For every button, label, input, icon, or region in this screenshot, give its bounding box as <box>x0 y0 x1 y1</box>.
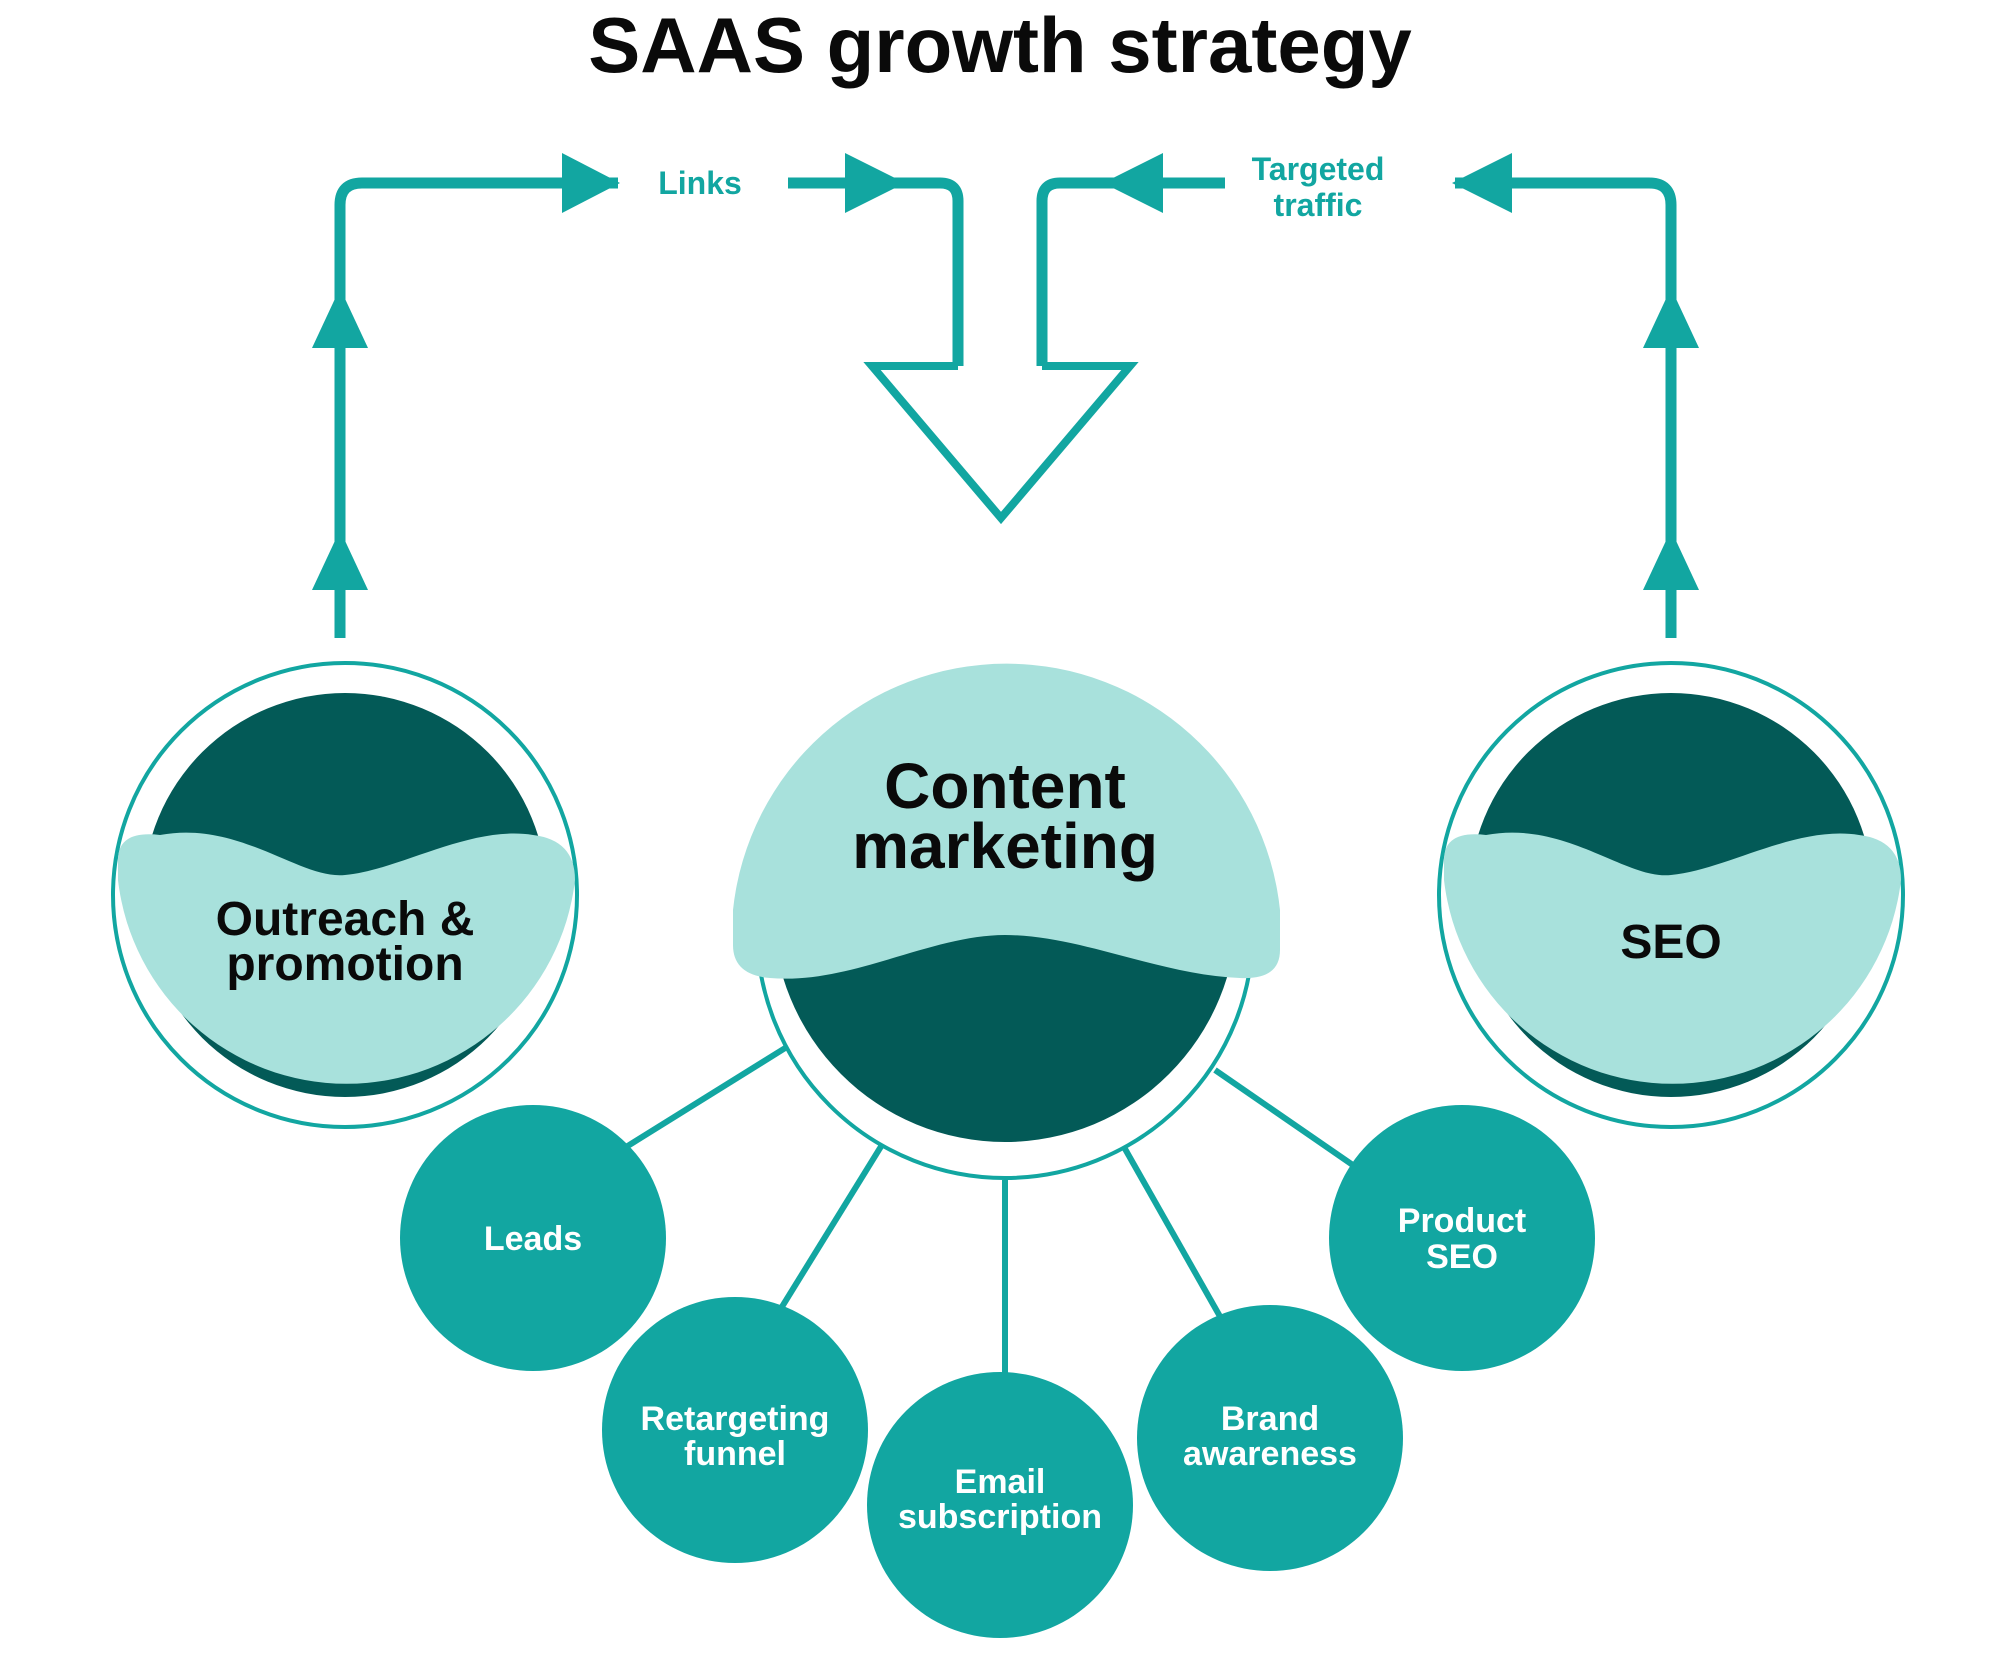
node-seo: SEO <box>1437 661 1905 1129</box>
product-seo-label-line1: Product <box>1398 1202 1526 1240</box>
page-title: SAAS growth strategy <box>588 1 1411 89</box>
email-label-line2: subscription <box>898 1498 1102 1536</box>
merge-arrow-down-icon <box>863 362 1139 525</box>
output-connectors <box>616 1042 1362 1378</box>
traffic-flow <box>1036 177 1677 638</box>
links-label: Links <box>658 165 742 201</box>
output-email-subscription: Email subscription <box>867 1372 1133 1638</box>
retargeting-label-line1: Retargeting <box>641 1400 830 1438</box>
connector-brand <box>1117 1138 1225 1322</box>
output-product-seo: Product SEO <box>1329 1105 1595 1371</box>
links-flow-line <box>334 177 618 638</box>
connector-product-seo <box>1213 1067 1362 1173</box>
arrow-up-icon <box>1643 288 1699 348</box>
arrow-left-icon <box>1103 153 1163 213</box>
arrow-right-icon <box>562 153 620 213</box>
email-label-line1: Email <box>955 1463 1046 1501</box>
arrow-up-icon <box>312 530 368 590</box>
links-flow-line-2 <box>788 177 964 366</box>
retargeting-bubble <box>602 1297 868 1563</box>
traffic-flow-line <box>1455 177 1677 638</box>
retargeting-label-line2: funnel <box>684 1435 786 1473</box>
content-label-line2: marketing <box>852 810 1158 882</box>
brand-bubble <box>1137 1305 1403 1571</box>
seo-label: SEO <box>1620 916 1721 969</box>
content-wave-top <box>733 663 1280 979</box>
content-label-line1: Content <box>884 750 1126 822</box>
arrow-left-icon <box>1452 153 1512 213</box>
output-retargeting-funnel: Retargeting funnel <box>602 1297 868 1563</box>
arrow-up-icon <box>312 288 368 348</box>
outreach-label-line1: Outreach & <box>216 893 475 946</box>
product-seo-bubble <box>1329 1105 1595 1371</box>
leads-label: Leads <box>484 1220 582 1258</box>
output-brand-awareness: Brand awareness <box>1137 1305 1403 1571</box>
traffic-label-line1: Targeted <box>1252 151 1385 187</box>
output-leads: Leads <box>400 1105 666 1371</box>
product-seo-label-line2: SEO <box>1426 1238 1498 1276</box>
links-flow <box>334 177 964 638</box>
leads-bubble <box>400 1105 666 1371</box>
arrow-right-icon <box>845 153 905 213</box>
seo-wave-body <box>1444 832 1901 1084</box>
connector-retargeting <box>777 1138 888 1312</box>
traffic-flow-line-2 <box>1036 177 1225 366</box>
arrow-up-icon <box>1643 530 1699 590</box>
connector-leads <box>616 1042 792 1155</box>
brand-label-line2: awareness <box>1183 1435 1357 1473</box>
traffic-label-line2: traffic <box>1274 187 1363 223</box>
outreach-wave-body <box>118 832 575 1084</box>
brand-label-line1: Brand <box>1221 1400 1319 1438</box>
email-bubble <box>867 1372 1133 1638</box>
node-outreach-promotion: Outreach & promotion <box>111 661 579 1129</box>
node-content-marketing: Content marketing <box>733 663 1280 1180</box>
outreach-label-line2: promotion <box>226 938 463 991</box>
